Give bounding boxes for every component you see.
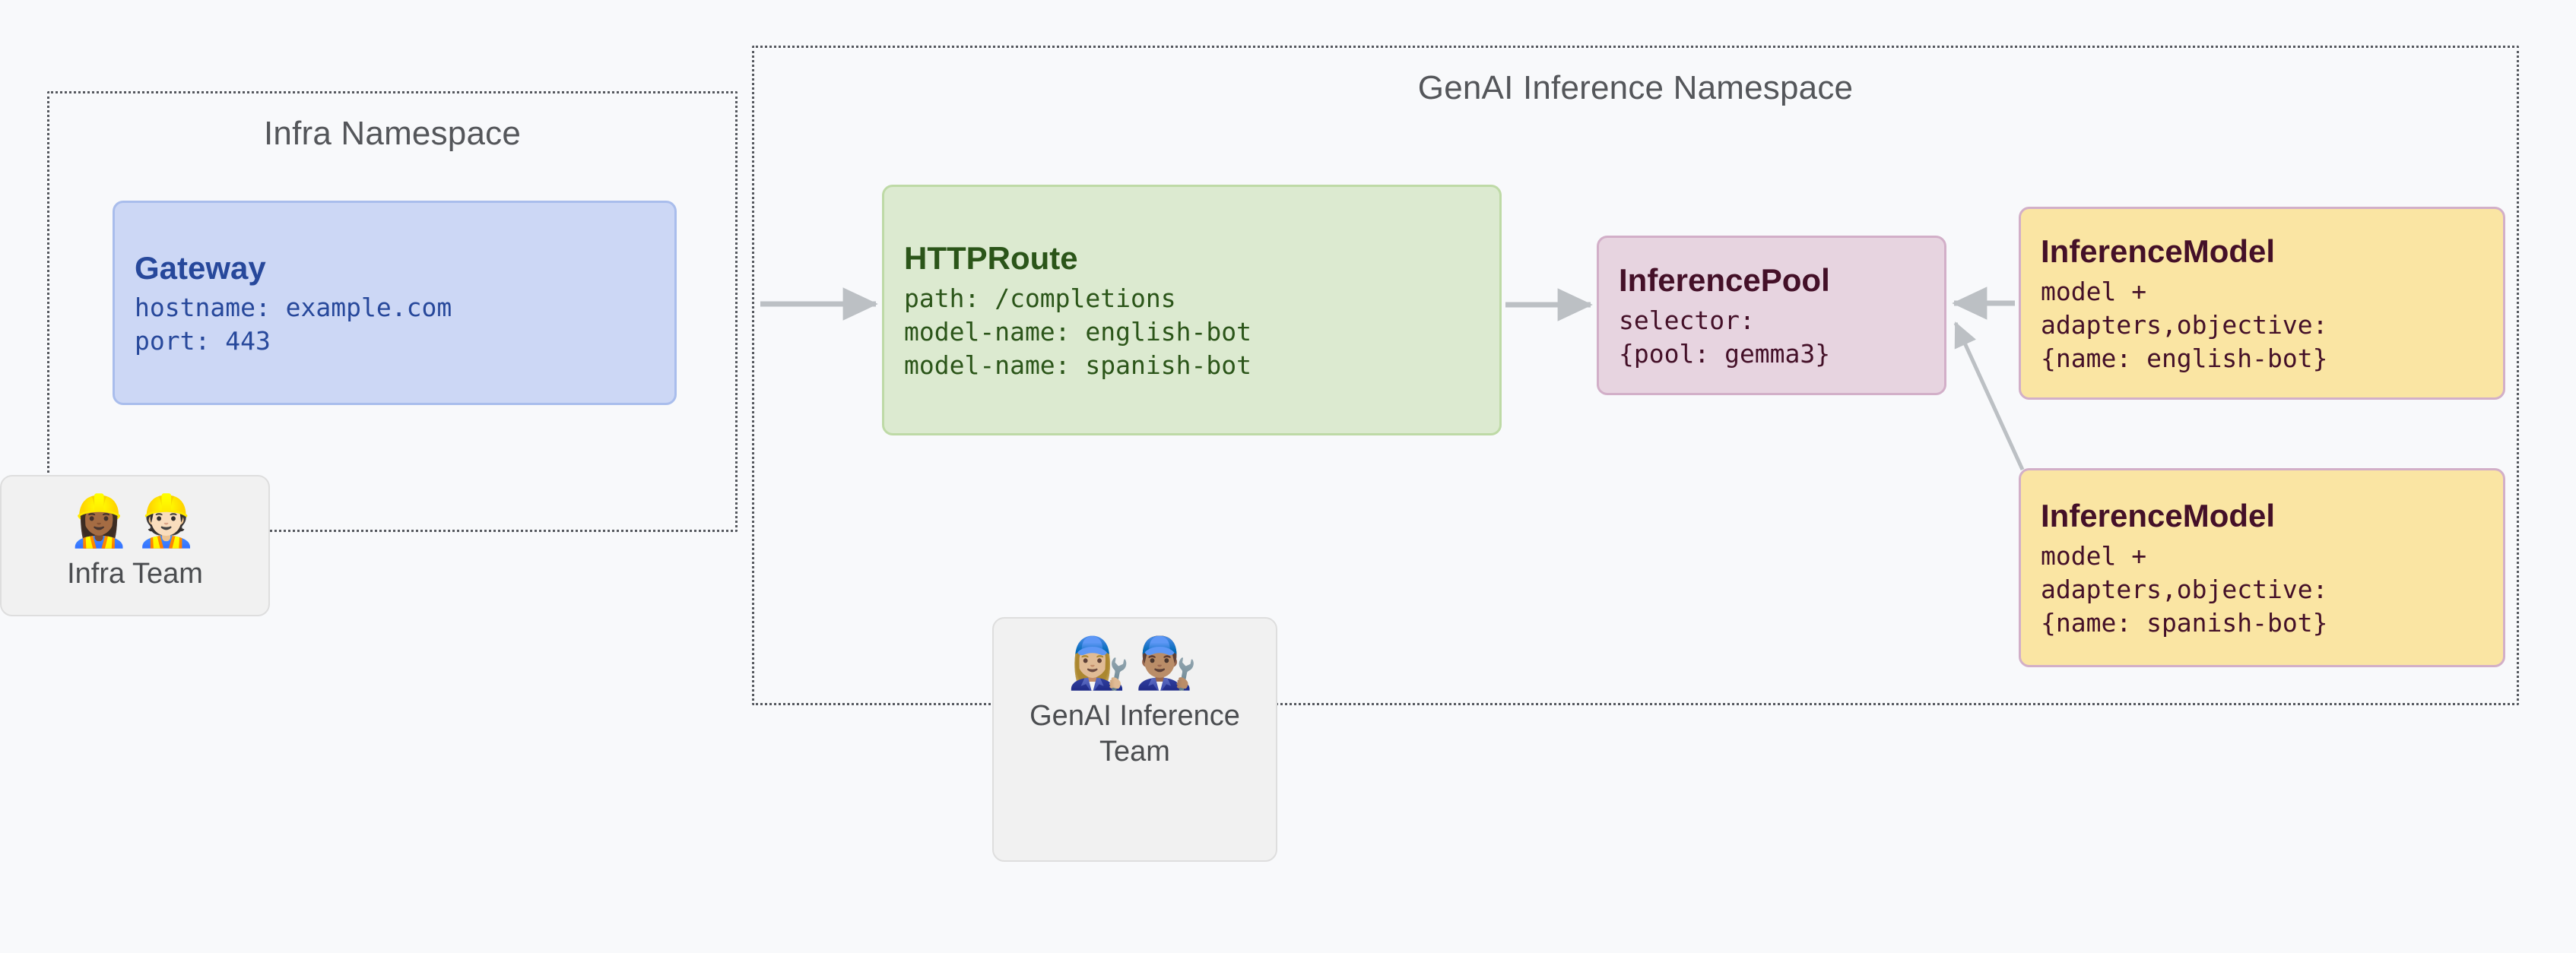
- gateway-port: port: 443: [135, 326, 271, 356]
- inferencemodel-spanish-line-3: {name: spanish-bot}: [2041, 607, 2328, 638]
- mechanic-icons: 👩🏼‍🔧👨🏽‍🔧: [1068, 634, 1202, 692]
- genai-inference-team-badge[interactable]: 👩🏼‍🔧👨🏽‍🔧 GenAI Inference Team: [992, 617, 1277, 862]
- inferencepool-selector-value: {pool: gemma3}: [1619, 338, 1831, 369]
- inferencepool-title: InferencePool: [1619, 262, 1830, 299]
- inferencemodel-english-title: InferenceModel: [2041, 233, 2276, 270]
- gateway-title: Gateway: [135, 249, 266, 286]
- inferencepool-properties: selector: {pool: gemma3}: [1619, 304, 1924, 371]
- namespace-genai-inference-title: GenAI Inference Namespace: [1417, 69, 1854, 106]
- inferencemodel-english-card[interactable]: InferenceModel model + adapters,objectiv…: [2019, 207, 2505, 400]
- namespace-infra-title: Infra Namespace: [263, 115, 522, 152]
- httproute-properties: path: /completions model-name: english-b…: [904, 282, 1480, 382]
- inferencemodel-spanish-line-1: model +: [2041, 540, 2147, 571]
- inferencemodel-spanish-line-2: adapters,objective:: [2041, 574, 2328, 604]
- inferencemodel-english-line-2: adapters,objective:: [2041, 309, 2328, 340]
- inferencemodel-spanish-card[interactable]: InferenceModel model + adapters,objectiv…: [2019, 468, 2505, 667]
- httproute-card[interactable]: HTTPRoute path: /completions model-name:…: [882, 185, 1502, 435]
- inferencepool-card[interactable]: InferencePool selector: {pool: gemma3}: [1597, 236, 1946, 395]
- gateway-card[interactable]: Gateway hostname: example.com port: 443: [113, 201, 677, 405]
- inferencemodel-english-line-1: model +: [2041, 276, 2147, 306]
- inferencemodel-english-properties: model + adapters,objective: {name: engli…: [2041, 275, 2483, 375]
- construction-worker-icons: 👷🏾‍♀️👷🏻: [68, 492, 202, 550]
- inferencemodel-english-line-3: {name: english-bot}: [2041, 343, 2328, 373]
- inferencemodel-spanish-title: InferenceModel: [2041, 498, 2276, 534]
- gateway-properties: hostname: example.com port: 443: [135, 291, 655, 358]
- httproute-model-name-english: model-name: english-bot: [904, 316, 1252, 347]
- infra-team-badge[interactable]: 👷🏾‍♀️👷🏻 Infra Team: [0, 475, 270, 616]
- httproute-model-name-spanish: model-name: spanish-bot: [904, 350, 1252, 380]
- httproute-path: path: /completions: [904, 283, 1176, 313]
- genai-inference-team-label: GenAI Inference Team: [1029, 700, 1240, 768]
- inferencemodel-spanish-properties: model + adapters,objective: {name: spani…: [2041, 540, 2483, 640]
- infra-team-label: Infra Team: [67, 558, 203, 590]
- gateway-hostname: hostname: example.com: [135, 293, 452, 323]
- httproute-title: HTTPRoute: [904, 240, 1078, 277]
- namespace-genai-inference: GenAI Inference Namespace: [752, 46, 2519, 705]
- namespace-infra: Infra Namespace: [47, 91, 738, 532]
- inferencepool-selector-key: selector:: [1619, 305, 1755, 335]
